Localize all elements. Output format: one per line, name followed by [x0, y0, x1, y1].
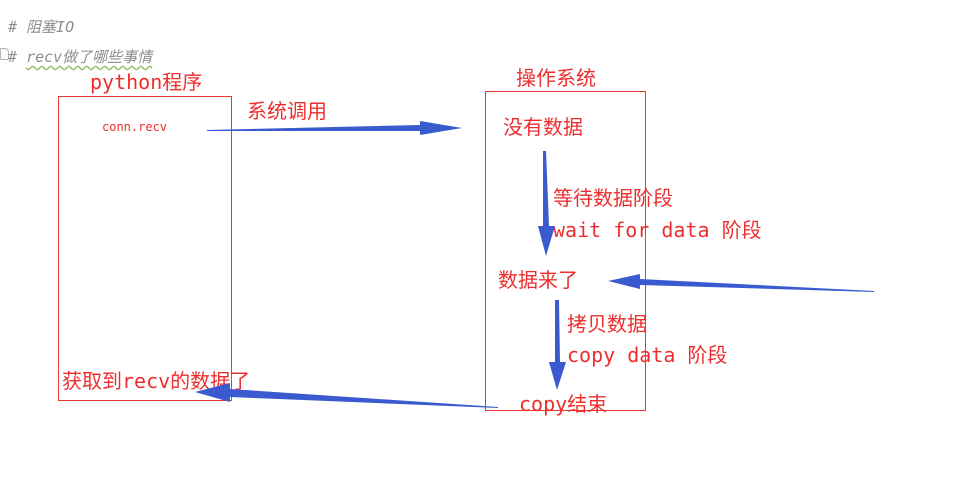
code-comment-blocking-io: # 阻塞IO — [8, 18, 75, 36]
comment-hash: # — [8, 48, 27, 66]
incoming-data-arrow — [608, 274, 874, 292]
copy-phase-en-label: copy data 阶段 — [567, 343, 728, 367]
copy-phase-arrow — [549, 300, 566, 390]
copy-done-label: copy结束 — [519, 392, 608, 416]
wait-phase-en-label: wait for data 阶段 — [553, 218, 762, 242]
copy-phase-cn-label: 拷贝数据 — [567, 312, 647, 336]
comment-recv-text: recv做了哪些事情 — [26, 48, 153, 66]
python-program-title: python程序 — [90, 70, 203, 94]
operating-system-box — [485, 91, 646, 411]
operating-system-title: 操作系统 — [516, 66, 596, 90]
fold-gutter-icon[interactable] — [0, 48, 9, 60]
got-recv-data-label: 获取到recv的数据了 — [62, 369, 251, 393]
wait-phase-arrow — [538, 151, 555, 256]
python-program-box — [58, 96, 232, 401]
data-arrived-label: 数据来了 — [498, 268, 578, 292]
wait-phase-cn-label: 等待数据阶段 — [553, 186, 673, 210]
system-call-label: 系统调用 — [247, 99, 327, 123]
system-call-arrow — [207, 121, 462, 135]
no-data-label: 没有数据 — [503, 115, 583, 139]
conn-recv-call: conn.recv — [102, 120, 168, 134]
return-data-arrow — [195, 383, 498, 408]
code-comment-recv: # recv做了哪些事情 — [8, 46, 152, 67]
